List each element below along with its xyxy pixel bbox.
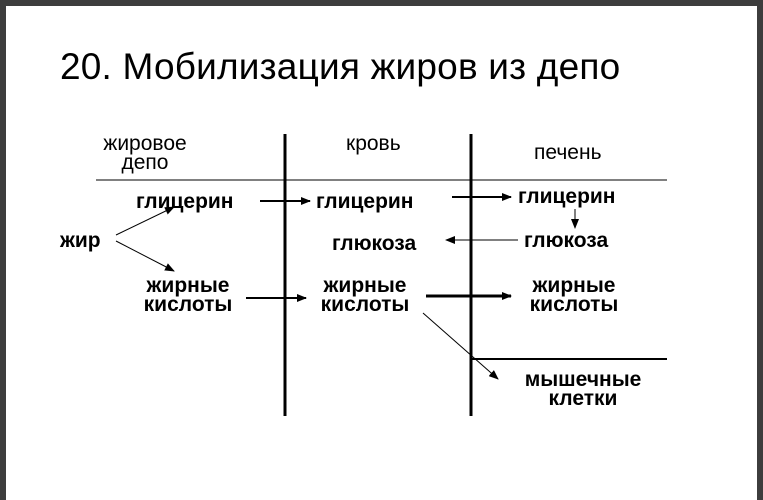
arrow-fat-glycerol xyxy=(115,206,175,236)
label-blood-fatty-acids-line2: кислоты xyxy=(320,293,410,316)
label-liver-fatty-acids-line1: жирные xyxy=(532,274,616,297)
column-header-liver: печень xyxy=(534,141,602,164)
label-liver-fatty-acids-line2: кислоты xyxy=(529,293,619,316)
label-liver-glucose: глюкоза xyxy=(524,229,609,252)
arrow-fattyacids-muscle xyxy=(422,312,499,380)
label-muscle-cells: мышечные клетки xyxy=(508,368,658,410)
label-blood-glucose: глюкоза xyxy=(332,232,417,255)
column-header-depot-line1: жировое xyxy=(103,132,187,155)
label-liver-fatty-acids: жирные кислоты xyxy=(512,274,636,316)
column-header-depot: жировое депо xyxy=(84,132,206,174)
label-blood-fatty-acids-line1: жирные xyxy=(323,274,407,297)
label-depot-fatty-acids-line1: жирные xyxy=(146,274,230,297)
arrow-fat-fattyacids xyxy=(115,240,175,272)
label-fat: жир xyxy=(60,229,101,252)
slide-title: 20. Мобилизация жиров из депо xyxy=(60,46,621,87)
label-depot-fatty-acids-line2: кислоты xyxy=(143,293,233,316)
diagram-lines xyxy=(96,134,667,416)
column-header-blood: кровь xyxy=(346,132,401,155)
label-depot-fatty-acids: жирные кислоты xyxy=(132,274,244,316)
label-liver-glycerol: глицерин xyxy=(518,185,616,208)
label-depot-glycerol: глицерин xyxy=(136,190,234,213)
label-muscle-cells-line1: мышечные xyxy=(524,368,642,391)
slide: 20. Мобилизация жиров из депо жировое д xyxy=(6,6,757,500)
label-muscle-cells-line2: клетки xyxy=(548,387,618,410)
label-blood-fatty-acids: жирные кислоты xyxy=(308,274,422,316)
column-header-depot-line2: депо xyxy=(121,151,169,174)
label-blood-glycerol: глицерин xyxy=(316,190,414,213)
